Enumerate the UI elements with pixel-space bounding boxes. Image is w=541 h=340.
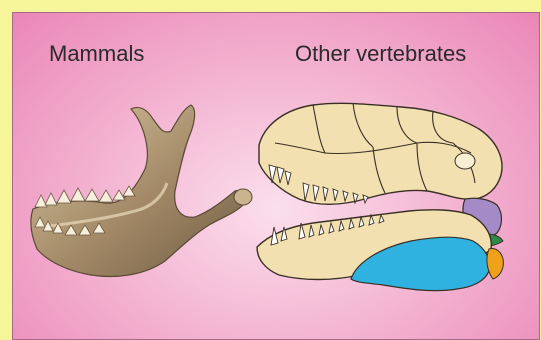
diagram-panel: Mammals Other vertebrates [12, 12, 540, 340]
vertebrate-skull-illustration [13, 13, 540, 340]
orange-bone [487, 248, 503, 279]
